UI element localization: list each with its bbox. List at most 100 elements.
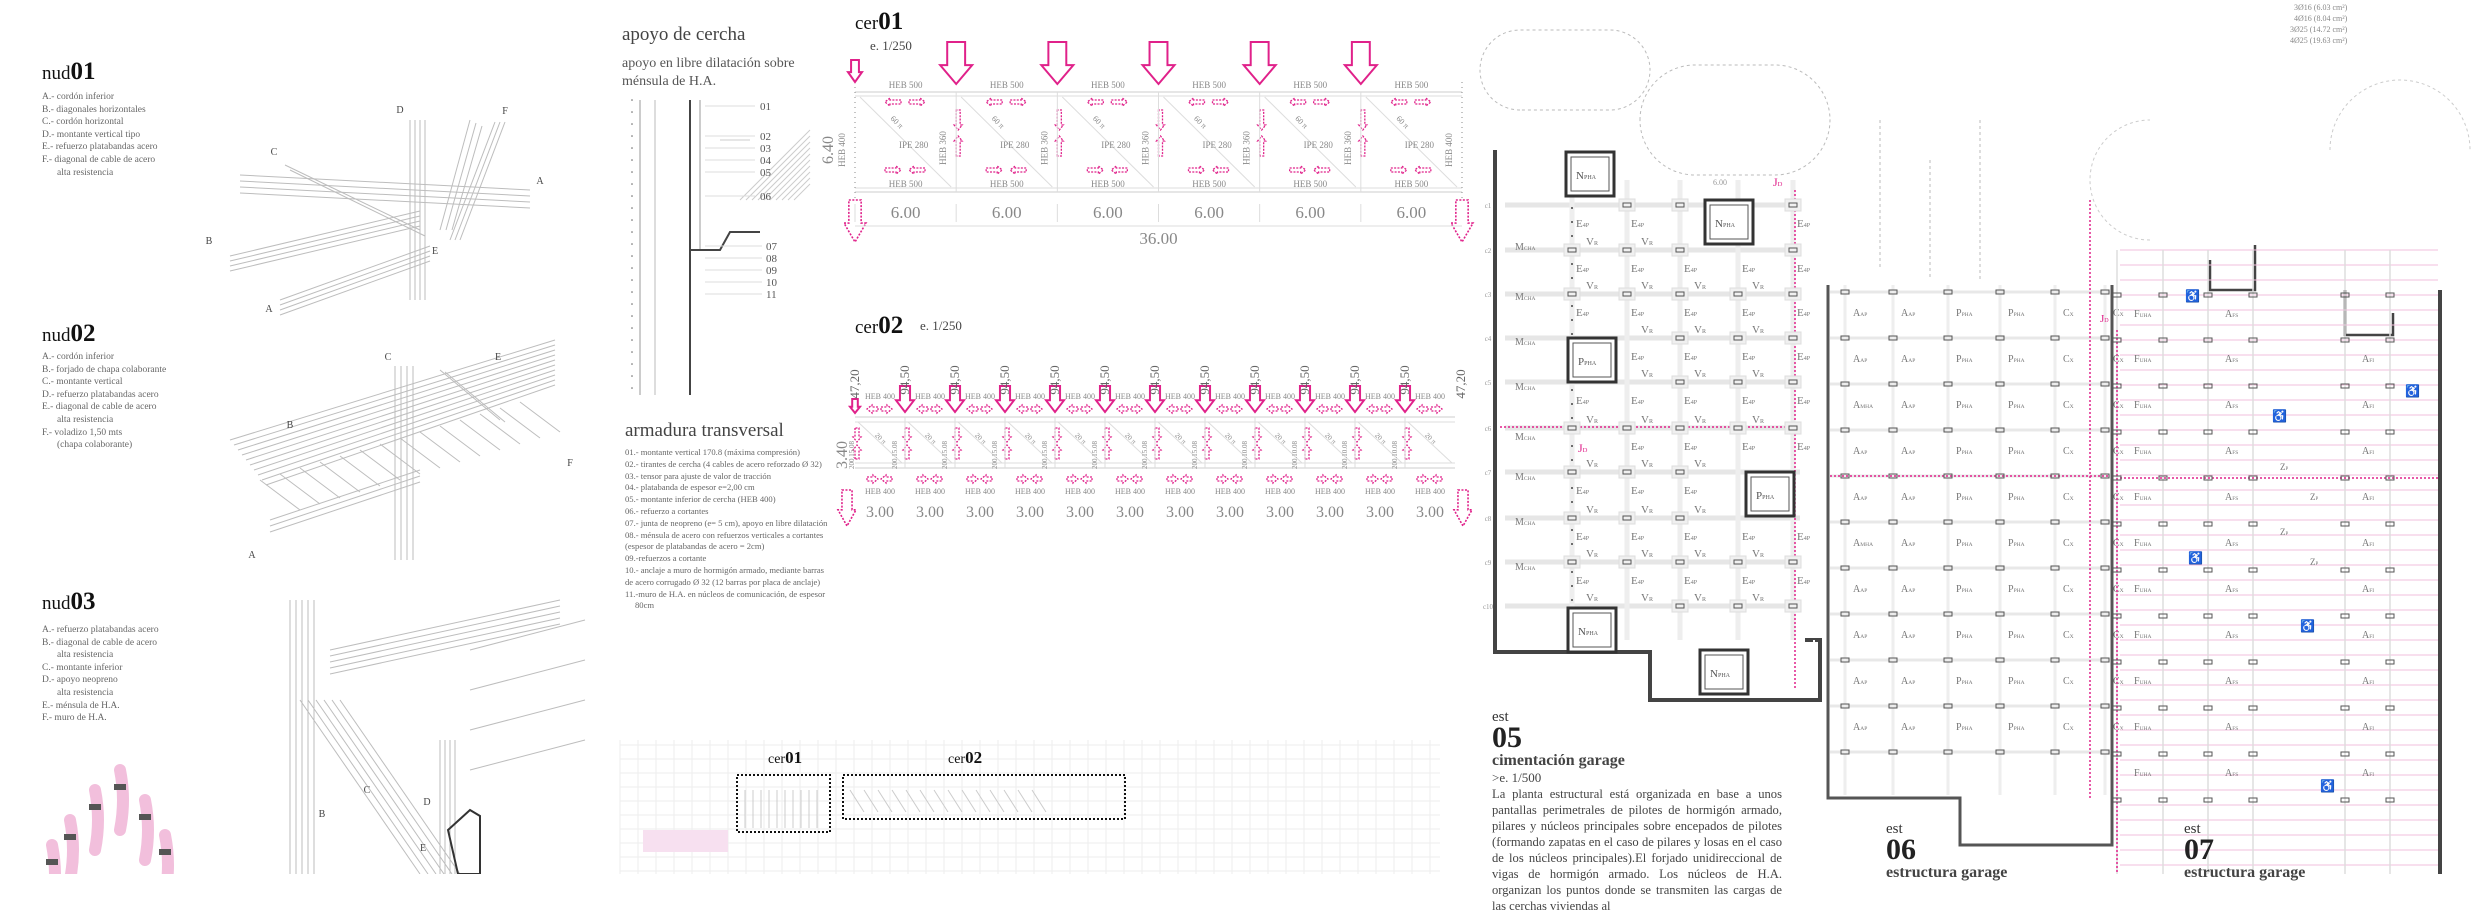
grid-dot — [1571, 585, 1573, 587]
pillar — [2158, 337, 2168, 343]
label-main: E — [1576, 263, 1583, 275]
label-main: E — [1797, 218, 1804, 230]
pillar — [1788, 379, 1798, 385]
load-arrow-down-icon — [1342, 41, 1379, 86]
armadura-title: armadura transversal — [625, 420, 784, 441]
load-arrow-down-icon — [1243, 385, 1267, 414]
sketch-line — [339, 699, 461, 874]
heading-title: cimentación garage — [1492, 752, 1625, 769]
cable-label: 20 π — [923, 431, 938, 446]
force-arrow-icon — [1110, 164, 1128, 176]
end-post-label: HEB 400 — [1444, 133, 1454, 167]
label-main: N — [1710, 668, 1718, 680]
grid-dot — [631, 99, 633, 101]
pillar-label: PPHA — [1756, 490, 1775, 502]
force-arrow-icon — [1030, 403, 1044, 415]
footing-label: E4P — [1631, 485, 1645, 497]
plan-label: AAP — [1901, 446, 1915, 457]
legend-item: B.- diagonales horizontales — [42, 104, 146, 115]
force-arrow-icon — [1009, 96, 1028, 108]
cable-label: 20 π — [1223, 431, 1238, 446]
force-arrow-icon — [1216, 473, 1230, 485]
label-main: P — [2008, 308, 2014, 319]
beam-label: VR — [1694, 458, 1707, 470]
pillar — [2385, 659, 2395, 665]
label-sub: AP — [1860, 588, 1867, 594]
label-main: E — [1797, 531, 1804, 543]
pillar — [2050, 657, 2060, 663]
label-sub: 4P — [1804, 312, 1811, 318]
legend-item: 04.- platabanda de espesor e=2,00 cm — [625, 482, 755, 493]
label-main: F — [2134, 492, 2140, 503]
beam-label: VR — [1752, 414, 1765, 426]
label-sub: X — [2070, 358, 2074, 364]
label-main: V — [1694, 504, 1702, 516]
load-label: 94,50 — [1297, 365, 1312, 394]
force-arrow-icon — [1416, 473, 1430, 485]
pillar — [1840, 473, 1850, 479]
pillar — [1622, 291, 1632, 297]
label-sub: R — [1649, 553, 1654, 559]
pillar — [2050, 335, 2060, 341]
label-sub: X — [2070, 496, 2074, 502]
nud03-sketch — [289, 599, 586, 874]
pillar — [2385, 292, 2395, 298]
label-main: F — [2134, 722, 2140, 733]
pillar — [1733, 559, 1743, 565]
beam-label: VR — [1694, 504, 1707, 516]
footing-label: E4P — [1797, 441, 1811, 453]
sketch-line — [323, 699, 445, 874]
cable-line — [751, 141, 811, 201]
grid-dot — [631, 111, 633, 113]
bottom-chord-label: HEB 400 — [1165, 487, 1195, 496]
footing-label: E4P — [1631, 218, 1645, 230]
pillar — [2100, 381, 2110, 387]
pillar — [1888, 519, 1898, 525]
callout-number: 02 — [760, 131, 771, 143]
sketch-line — [239, 174, 531, 191]
cable-label: 20 π — [1173, 431, 1188, 446]
force-arrow-icon — [930, 403, 944, 415]
label-sub: PHA — [1962, 726, 1973, 732]
legend-item: 03.- tensor para ajuste de valor de trac… — [625, 470, 772, 481]
pillar — [2248, 797, 2258, 803]
label-sub: 4P — [1583, 490, 1590, 496]
footing — [1729, 555, 1747, 569]
section-label: 200.15.08 — [848, 441, 856, 470]
label-sub: CHA — [1524, 246, 1536, 252]
pillar — [2385, 797, 2395, 803]
legend-item: F.- diagonal de cable de acero — [42, 154, 156, 165]
label-sub: FS — [2232, 404, 2238, 410]
stair-outline — [2089, 79, 2471, 241]
label-main: P — [1956, 722, 1962, 733]
label-main: E — [1576, 531, 1583, 543]
pillar — [2112, 337, 2122, 343]
diagonal-member — [1007, 421, 1053, 464]
heading-title: estructura garage — [2184, 864, 2306, 881]
callout-letter: B — [287, 420, 294, 431]
plan-label: PPHA — [2008, 400, 2025, 411]
label-sub: FS — [2232, 313, 2238, 319]
pillar — [2158, 705, 2168, 711]
grid-dot — [631, 339, 633, 341]
pillar — [2203, 337, 2213, 343]
force-arrow-icon — [1288, 96, 1307, 108]
label-sub: PHA — [1584, 175, 1597, 181]
pillar — [1840, 519, 1850, 525]
label-sub: FS — [2232, 726, 2238, 732]
pillar — [1888, 381, 1898, 387]
callout-letter: C — [271, 147, 278, 158]
vertical-label: HEB 360 — [1141, 131, 1151, 165]
accessibility-icon: ♿ — [2185, 289, 2200, 303]
plan-label: PPHA — [1956, 308, 1973, 319]
callout-number: 05 — [760, 167, 772, 179]
pillar — [1733, 603, 1743, 609]
label-main: E — [1742, 531, 1749, 543]
force-arrow-icon — [1365, 403, 1379, 415]
cable-line — [763, 153, 811, 201]
sketch-line — [469, 739, 586, 771]
sketch-line — [257, 374, 556, 476]
pillar — [1840, 381, 1850, 387]
pillar — [1567, 559, 1577, 565]
plan-label: FUHA — [2134, 630, 2152, 641]
